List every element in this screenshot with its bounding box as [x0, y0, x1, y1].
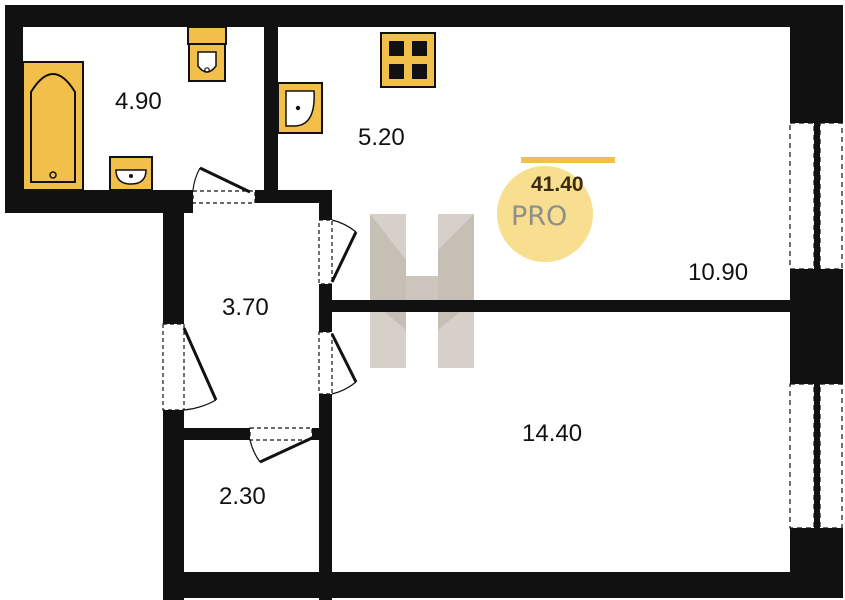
kitchen-sink-icon [277, 82, 323, 134]
room-area-kitchen: 5.20 [358, 124, 405, 151]
toilet-icon [187, 26, 227, 82]
room-area-hallway: 3.70 [222, 294, 269, 321]
watermark-logo [370, 214, 474, 368]
room-area-bathroom: 4.90 [115, 88, 162, 115]
stove-icon [380, 32, 436, 88]
room-area-storage: 2.30 [219, 483, 266, 510]
room-area-living-room: 10.90 [688, 259, 748, 286]
doors [162, 166, 358, 464]
badge-circle [497, 166, 593, 262]
bathtub-icon [22, 61, 84, 191]
windows [789, 122, 843, 529]
total-area-badge: 41.40 PRO [497, 157, 615, 262]
badge-bar [521, 157, 615, 163]
bathroom-sink-icon [109, 156, 153, 191]
total-area-value: 41.40 [531, 173, 584, 196]
badge-pro-label: PRO [511, 201, 567, 232]
walls [5, 5, 843, 600]
room-area-bedroom: 14.40 [522, 420, 582, 447]
